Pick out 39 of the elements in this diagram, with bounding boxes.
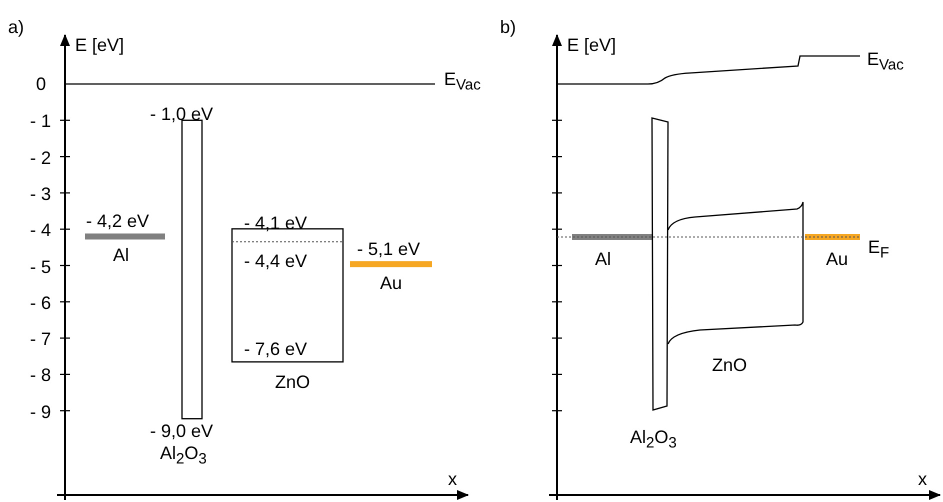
energy-value: - 4,4 eV xyxy=(244,252,308,270)
axis-title: E [eV] xyxy=(75,36,124,54)
material-label: ZnO xyxy=(275,373,310,391)
axis-title: x xyxy=(448,470,457,488)
material-label: Al$_{2}$O$_{3}$ xyxy=(160,444,207,467)
panel-label: b) xyxy=(500,18,516,36)
tick-label: 0 xyxy=(36,75,46,93)
material-label: Al xyxy=(595,250,612,268)
energy-value: - 7,6 eV xyxy=(244,340,308,358)
energy-level-label: E$_{Vac}$ xyxy=(867,50,904,73)
energy-value: - 1,0 eV xyxy=(150,105,214,123)
material-label: Al$_{2}$O$_{3}$ xyxy=(630,428,677,451)
metal-level-bar xyxy=(805,234,860,240)
metal-level-bar xyxy=(572,234,652,240)
material-label: Au xyxy=(826,250,848,268)
material-label: Al xyxy=(113,246,130,264)
energy-value: - 9,0 eV xyxy=(150,422,214,440)
tick-label: - 9 xyxy=(30,402,52,421)
axis-title: E [eV] xyxy=(567,36,616,54)
axis-title: x xyxy=(918,470,927,488)
energy-level-label: E$_{Vac}$ xyxy=(444,70,481,93)
tick-label: - 5 xyxy=(30,258,52,276)
metal-level-bar xyxy=(350,261,432,268)
panel-label: a) xyxy=(8,18,24,36)
tick-label: - 1 xyxy=(30,112,52,130)
tick-label: - 4 xyxy=(30,221,52,240)
energy-value: - 4,2 eV xyxy=(86,212,150,230)
metal-level-bar xyxy=(85,233,165,240)
band-bending-shape xyxy=(667,201,804,344)
tick-label: - 7 xyxy=(30,330,52,348)
material-label: Au xyxy=(380,274,402,292)
tick-label: - 6 xyxy=(30,294,52,312)
energy-value: - 5,1 eV xyxy=(357,240,420,258)
tick-label: - 2 xyxy=(30,148,52,167)
material-label: ZnO xyxy=(712,356,748,374)
energy-level-label: E$_{F}$ xyxy=(868,238,890,261)
tick-label: - 3 xyxy=(30,184,52,203)
tick-label: - 8 xyxy=(30,366,52,384)
barrier-shape xyxy=(651,117,669,411)
